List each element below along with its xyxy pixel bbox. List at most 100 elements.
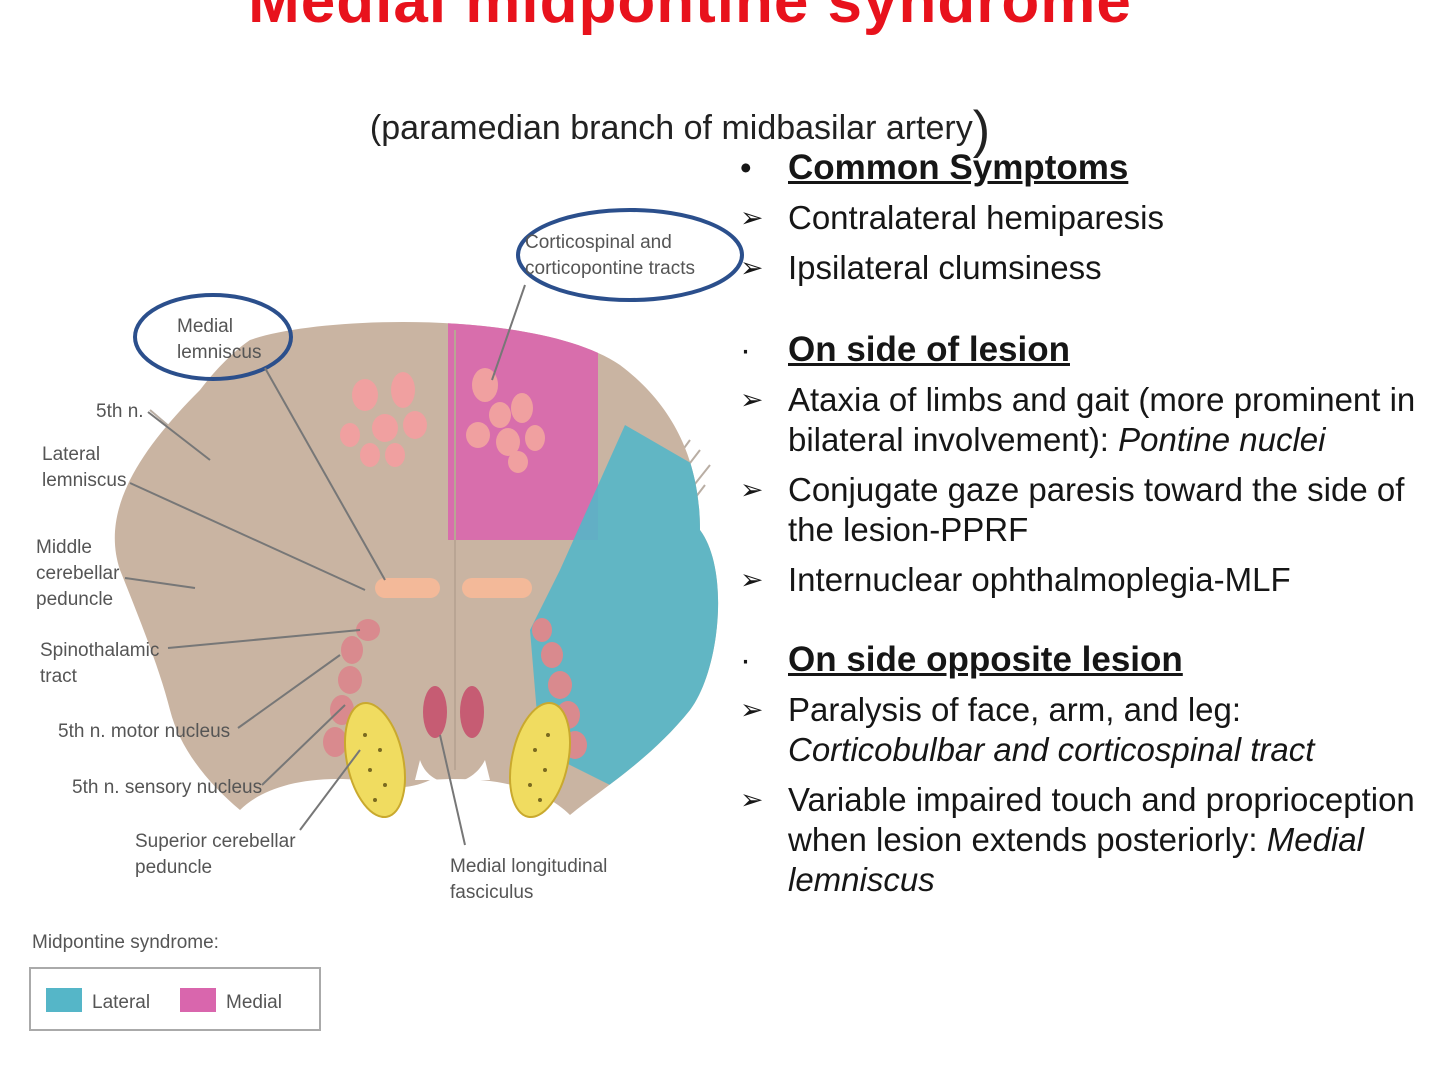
section-common-symptoms: • Common Symptoms ➢ Contralateral hemipare…	[740, 148, 1430, 288]
symptom-structure: Medial lemniscus	[788, 821, 1364, 898]
medial-lemniscus-right	[462, 578, 532, 598]
section-heading: On side of lesion	[788, 330, 1070, 369]
mlf-left	[423, 686, 447, 738]
legend-title: Midpontine syndrome:	[32, 932, 219, 953]
arrow-marker-icon: ➢	[740, 384, 764, 415]
slide-subtitle: (paramedian branch of midbasilar artery)	[0, 92, 1360, 159]
symptom-item: ➢ Variable impaired touch and propriocept…	[740, 780, 1430, 900]
arrow-marker-icon: ➢	[740, 694, 764, 725]
symptom-item: ➢ Contralateral hemiparesis	[740, 198, 1430, 238]
label-fasciculus: fasciculus	[450, 882, 533, 903]
svg-text:5th n. motor nucleus: 5th n. motor nucleus	[58, 721, 230, 742]
pons-cross-section-diagram: Corticospinal and corticopontine tracts …	[29, 208, 744, 1031]
section-bullet: ·	[740, 331, 751, 368]
medial-lemniscus-left	[375, 578, 440, 598]
svg-text:Lateral: Lateral	[92, 992, 150, 1013]
corticospinal-circle	[516, 208, 744, 302]
arrow-marker-icon: ➢	[740, 202, 764, 233]
pontine-nuclei-left	[340, 372, 427, 467]
symptom-text: Internuclear ophthalmoplegia-MLF	[788, 561, 1291, 598]
svg-text:peduncle: peduncle	[36, 589, 113, 610]
symptom-text: Variable impaired touch and propriocepti…	[788, 781, 1415, 858]
label-lemniscus: lemniscus	[177, 342, 261, 363]
label-spinothalamic: Spinothalamic	[40, 640, 159, 661]
medial-lemniscus-circle	[133, 293, 293, 381]
tegmentum-nuclei-left	[323, 619, 380, 757]
label-corticopontine: corticopontine tracts	[525, 258, 695, 279]
symptom-text: Ataxia of limbs and gait (more prominent…	[788, 381, 1416, 458]
symptom-structure: Pontine nuclei	[1118, 421, 1326, 458]
section-bullet: •	[740, 149, 752, 186]
section-heading: Common Symptoms	[788, 148, 1129, 187]
svg-text:Medial: Medial	[177, 316, 233, 337]
svg-text:Spinothalamic: Spinothalamic	[40, 640, 159, 661]
section-bullet: ·	[740, 641, 751, 678]
section-heading-line: · On side of lesion	[740, 330, 1430, 370]
superior-cerebellar-peduncle-right	[509, 701, 571, 819]
symptom-item: ➢ Conjugate gaze paresis toward the side …	[740, 470, 1430, 550]
label-superior-peduncle: peduncle	[135, 857, 212, 878]
label-fifth-n: 5th n.	[96, 401, 144, 422]
label-corticospinal: Corticospinal and	[525, 232, 672, 253]
legend-medial-swatch	[180, 988, 216, 1012]
svg-text:Corticospinal and: Corticospinal and	[525, 232, 672, 253]
label-lateral-lemniscus: lemniscus	[42, 470, 126, 491]
pontine-nuclei-right	[466, 368, 545, 473]
section-side-of-lesion: · On side of lesion ➢ Ataxia of limbs and …	[740, 330, 1430, 600]
section-heading-line: • Common Symptoms	[740, 148, 1430, 188]
svg-text:lemniscus: lemniscus	[42, 470, 126, 491]
label-peduncle: peduncle	[36, 589, 113, 610]
slide-title: Medial midpontine syndrome	[248, 0, 1132, 36]
section-side-opposite-lesion: · On side opposite lesion ➢ Paralysis of f…	[740, 640, 1430, 900]
svg-text:lemniscus: lemniscus	[177, 342, 261, 363]
symptoms-panel: • Common Symptoms ➢ Contralateral hemipare…	[740, 148, 1430, 910]
label-superior-cerebellar: Superior cerebellar	[135, 831, 296, 852]
svg-text:corticopontine tracts: corticopontine tracts	[525, 258, 695, 279]
label-medial: Medial	[177, 316, 233, 337]
symptom-text: Ipsilateral clumsiness	[788, 249, 1102, 286]
diagram-labels: Corticospinal and corticopontine tracts …	[36, 232, 695, 903]
arrow-marker-icon: ➢	[740, 252, 764, 283]
section-heading: On side opposite lesion	[788, 640, 1183, 679]
svg-text:Medial longitudinal: Medial longitudinal	[450, 856, 607, 877]
svg-text:cerebellar: cerebellar	[36, 563, 120, 584]
leader-lines	[124, 284, 526, 846]
symptom-text: Conjugate gaze paresis toward the side o…	[788, 471, 1405, 548]
label-lateral: Lateral	[42, 444, 100, 465]
fourth-ventricle	[415, 760, 490, 783]
legend-lateral-label: Lateral	[92, 992, 150, 1013]
svg-text:Superior cerebellar: Superior cerebellar	[135, 831, 296, 852]
label-sensory-nucleus: 5th n. sensory nucleus	[72, 777, 262, 798]
svg-text:fasciculus: fasciculus	[450, 882, 533, 903]
mlf-right	[460, 686, 484, 738]
symptom-item: ➢Internuclear ophthalmoplegia-MLF	[740, 560, 1430, 600]
symptom-text: Contralateral hemiparesis	[788, 199, 1165, 236]
subtitle-paren: )	[972, 101, 991, 159]
legend-medial-label: Medial	[226, 992, 282, 1013]
svg-text:Middle: Middle	[36, 537, 92, 558]
symptom-item: ➢ Paralysis of face, arm, and leg: Cortic…	[740, 690, 1430, 770]
symptom-text: Paralysis of face, arm, and leg:	[788, 691, 1242, 728]
label-cerebellar: cerebellar	[36, 563, 120, 584]
section-heading-line: · On side opposite lesion	[740, 640, 1430, 680]
svg-text:peduncle: peduncle	[135, 857, 212, 878]
label-motor-nucleus: 5th n. motor nucleus	[58, 721, 230, 742]
svg-text:Medial: Medial	[226, 992, 282, 1013]
svg-text:Midpontine syndrome:: Midpontine syndrome:	[32, 932, 219, 953]
arrow-marker-icon: ➢	[740, 474, 764, 505]
subtitle-text: (paramedian branch of midbasilar artery	[369, 109, 973, 147]
symptom-item: ➢ Ataxia of limbs and gait (more prominen…	[740, 380, 1430, 460]
symptom-item: ➢ Ipsilateral clumsiness	[740, 248, 1430, 288]
svg-text:5th n. sensory nucleus: 5th n. sensory nucleus	[72, 777, 262, 798]
svg-text:tract: tract	[40, 666, 78, 687]
label-tract: tract	[40, 666, 78, 687]
label-mlf: Medial longitudinal	[450, 856, 607, 877]
svg-text:Lateral: Lateral	[42, 444, 100, 465]
svg-text:5th n.: 5th n.	[96, 401, 144, 422]
legend-lateral-swatch	[46, 988, 82, 1012]
symptom-structure: Corticobulbar and corticospinal tract	[788, 731, 1315, 768]
lateral-region	[530, 425, 719, 800]
arrow-marker-icon: ➢	[740, 784, 764, 815]
legend: Midpontine syndrome: Lateral Medial	[29, 932, 321, 1031]
label-middle: Middle	[36, 537, 92, 558]
